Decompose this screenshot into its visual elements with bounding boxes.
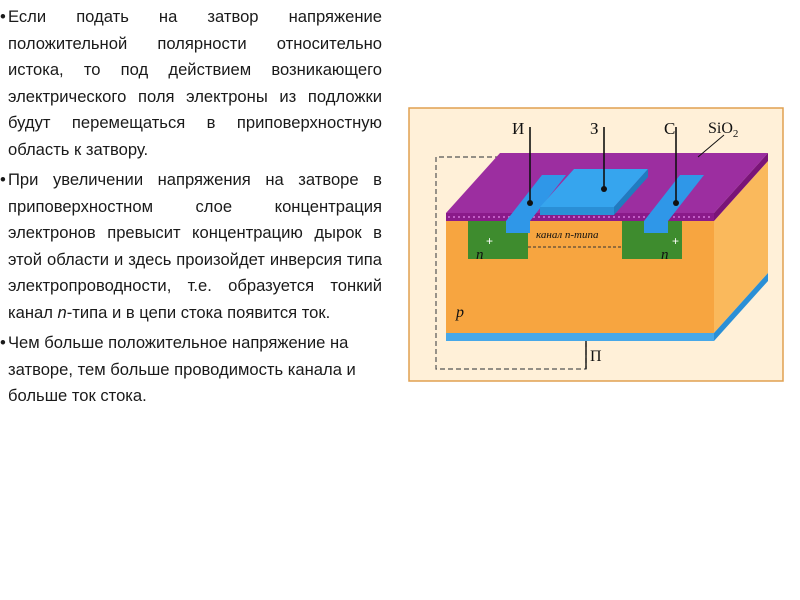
paragraph-2: • При увеличении напряжения на затворе в… xyxy=(0,167,382,326)
drain-contact-front xyxy=(644,221,668,233)
drain-contact xyxy=(644,175,704,221)
drain-label: С xyxy=(664,119,675,138)
paragraph-2-italic: n xyxy=(57,302,67,322)
paragraph-3-text: Чем больше положительное напряжение на з… xyxy=(8,333,356,405)
oxide-pointer xyxy=(697,134,725,158)
oxide-side xyxy=(714,153,768,221)
paragraph-2-part1: При увеличении напряжения на затворе в п… xyxy=(8,170,382,322)
bottom-electrode xyxy=(446,333,714,341)
paragraph-2-part2: -типа и в цепи стока появится ток. xyxy=(66,302,331,322)
paragraph-3: • Чем больше положительное напряжение на… xyxy=(0,330,382,410)
source-contact-front xyxy=(506,221,530,233)
channel-label: канал n-типа xyxy=(536,229,599,241)
n-plus-label-left: n xyxy=(476,247,484,263)
paragraph-1: • Если подать на затвор напряжение полож… xyxy=(0,4,382,163)
source-label: И xyxy=(512,119,524,138)
mosfet-diagram-svg: И З С SiO2 канал n-типа + n + n p П xyxy=(408,107,784,382)
bullet-dot: • xyxy=(0,170,6,189)
bullet-dot: • xyxy=(0,333,6,352)
drain-dot xyxy=(673,200,679,206)
n-plus-sup-right: + xyxy=(672,234,679,248)
bullet-dot: • xyxy=(0,7,6,26)
source-dot xyxy=(527,200,533,206)
oxide-label: SiO2 xyxy=(708,120,738,140)
paragraph-1-text: Если подать на затвор напряжение положит… xyxy=(8,7,382,159)
text-column: • Если подать на затвор напряжение полож… xyxy=(0,4,382,414)
n-plus-label-right: n xyxy=(661,247,669,263)
substrate-side xyxy=(714,161,768,333)
mosfet-diagram: И З С SiO2 канал n-типа + n + n p П xyxy=(408,107,784,382)
gate-electrode-front xyxy=(540,207,614,215)
substrate-terminal-label: П xyxy=(590,348,602,365)
oxide-label-main: SiO xyxy=(708,120,733,137)
paragraph-2-text: При увеличении напряжения на затворе в п… xyxy=(8,170,382,322)
source-contact xyxy=(506,175,566,221)
gate-dot xyxy=(601,186,607,192)
bottom-electrode-side xyxy=(714,273,768,341)
gate-label: З xyxy=(590,119,599,138)
oxide-label-sub: 2 xyxy=(733,128,739,140)
gate-electrode-top xyxy=(540,169,648,207)
substrate-type-label: p xyxy=(455,304,464,321)
n-plus-sup-left: + xyxy=(486,234,493,248)
gate-electrode-side xyxy=(614,169,648,215)
